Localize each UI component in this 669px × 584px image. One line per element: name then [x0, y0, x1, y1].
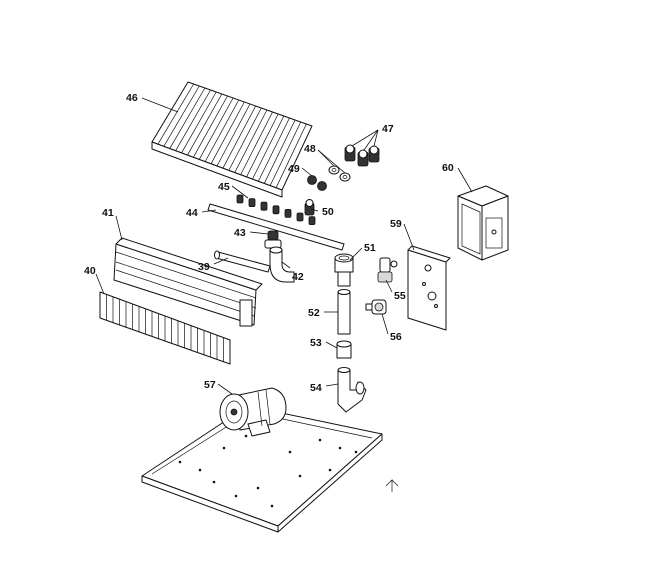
grid-fin — [240, 111, 273, 175]
part-51-cap — [334, 253, 354, 287]
pan-hole — [256, 486, 260, 490]
pan-hole — [288, 450, 292, 454]
grid-fin — [258, 117, 290, 182]
grid-fin — [252, 115, 285, 180]
part-47-valves — [344, 144, 380, 167]
callout-54: 54 — [310, 382, 322, 394]
grid-fin — [169, 87, 206, 149]
part-53-coupling — [336, 340, 352, 359]
nozzle — [260, 201, 268, 211]
part-60-control-box — [457, 185, 509, 261]
pan-hole — [234, 494, 238, 498]
callout-labels: 46 47 48 49 45 44 50 60 41 43 51 59 39 4… — [84, 92, 454, 394]
pan-hole — [244, 434, 248, 438]
grid-fin — [263, 119, 296, 184]
callout-57: 57 — [204, 379, 216, 391]
orientation-mark — [385, 479, 399, 492]
grid-fin — [198, 97, 234, 160]
pan-hole — [270, 504, 274, 508]
callout-46: 46 — [126, 92, 138, 104]
pan-hole — [212, 480, 216, 484]
grid-fin — [163, 85, 200, 147]
grid-fin — [204, 99, 240, 162]
part-57-pump — [219, 387, 287, 437]
callout-49: 49 — [288, 163, 300, 175]
pan-hole — [222, 446, 226, 450]
part-59-control-plate — [407, 245, 451, 331]
part-52-pipe — [337, 289, 351, 335]
grid-fin — [216, 103, 251, 167]
pan-hole — [298, 474, 302, 478]
callout-51: 51 — [364, 242, 376, 254]
callout-43: 43 — [234, 227, 246, 239]
pan-hole — [354, 450, 358, 454]
callout-52: 52 — [308, 307, 320, 319]
callout-48: 48 — [304, 143, 316, 155]
part-39-tube — [214, 250, 271, 273]
part-43-fitting — [264, 230, 282, 249]
grid-fin — [234, 109, 268, 173]
nozzle — [296, 212, 304, 222]
grid-fin — [275, 123, 307, 188]
grid-fin — [269, 121, 302, 186]
nozzle — [284, 208, 292, 218]
nozzle — [308, 216, 316, 226]
grid-fin — [175, 89, 211, 151]
grid-fin — [181, 91, 217, 154]
pan-hole — [318, 438, 322, 442]
callout-39: 39 — [198, 261, 210, 273]
grid-fin — [193, 95, 228, 158]
part-50-fitting — [304, 199, 315, 216]
grid-fin — [246, 113, 279, 178]
nozzle — [272, 205, 280, 215]
part-56-valve — [365, 299, 387, 315]
callout-53: 53 — [310, 337, 322, 349]
leader-lines — [95, 97, 473, 395]
part-44-distribution-tube — [207, 194, 345, 251]
pan-hole — [328, 468, 332, 472]
part-42-elbow — [269, 246, 295, 283]
grid-fin — [157, 83, 194, 145]
callout-50: 50 — [322, 206, 334, 218]
grid-fin — [210, 101, 245, 164]
callout-44: 44 — [186, 207, 198, 219]
grid-fin — [187, 93, 223, 156]
callout-56: 56 — [390, 331, 402, 343]
pan-hole — [178, 460, 182, 464]
callout-45: 45 — [218, 181, 230, 193]
callout-42: 42 — [292, 271, 304, 283]
nozzle — [248, 198, 256, 208]
callout-47: 47 — [382, 123, 394, 135]
part-46-evaporator-grid — [151, 81, 313, 198]
part-41-curtain-frame — [113, 237, 263, 327]
callout-60: 60 — [442, 162, 454, 174]
part-40-water-curtain — [99, 291, 231, 365]
callout-41: 41 — [102, 207, 114, 219]
grid-fin — [228, 107, 262, 171]
part-55-sensor — [377, 257, 398, 283]
callout-59: 59 — [390, 218, 402, 230]
callout-55: 55 — [394, 290, 406, 302]
pan-hole — [338, 446, 342, 450]
grid-fin — [222, 105, 256, 169]
callout-40: 40 — [84, 265, 96, 277]
nozzle — [236, 194, 244, 204]
part-49-nuts — [307, 175, 327, 191]
part-54-drain-elbow — [337, 367, 367, 413]
pan-hole — [198, 468, 202, 472]
